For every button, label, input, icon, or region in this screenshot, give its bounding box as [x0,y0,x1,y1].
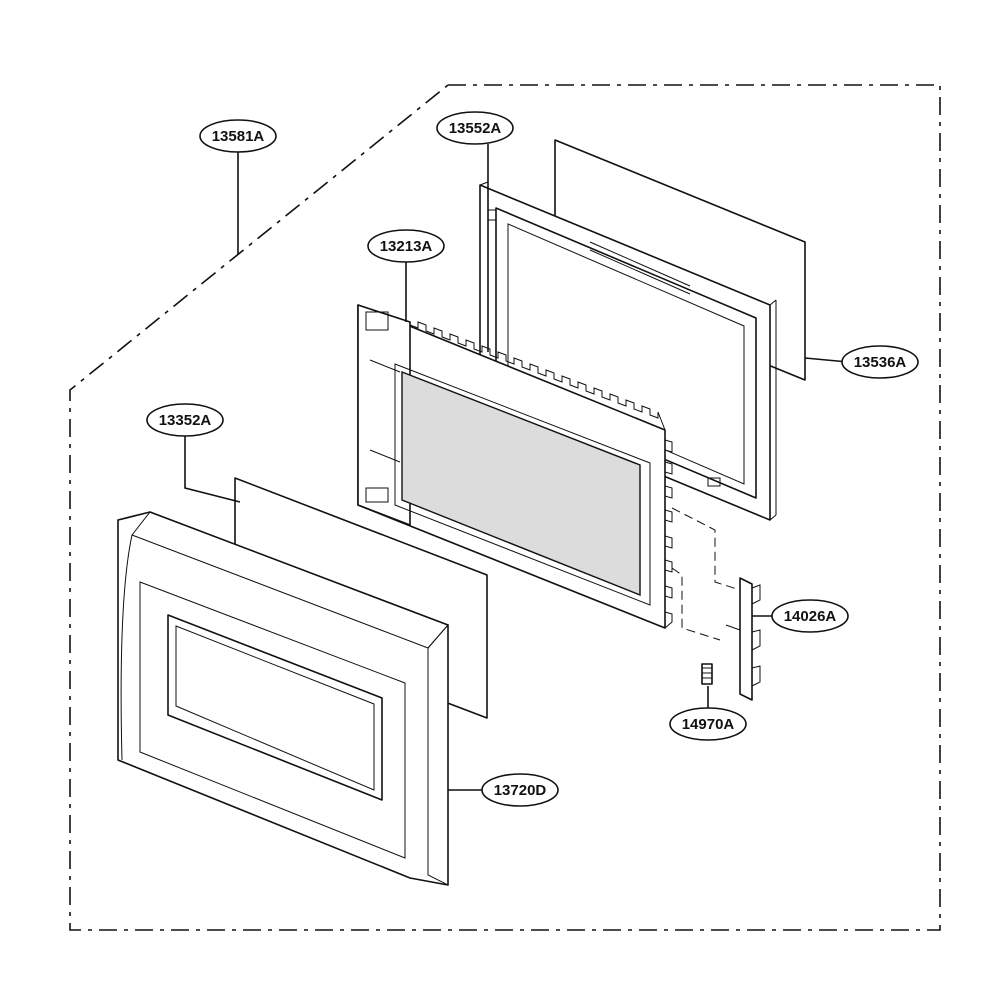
leader-line [184,436,241,503]
alignment-line [671,567,721,641]
svg-text:13552A: 13552A [449,120,502,137]
part-label-14026A[interactable]: 14026A [771,599,849,633]
part-door-front[interactable] [117,511,449,886]
part-label-13352A[interactable]: 13352A [146,403,224,437]
svg-text:13352A: 13352A [159,412,212,429]
part-label-13536A[interactable]: 13536A [841,345,919,379]
leader-line [804,357,849,363]
alignment-line [671,507,741,591]
svg-text:14970A: 14970A [682,716,735,733]
part-label-14970A[interactable]: 14970A [669,707,747,741]
svg-text:13720D: 13720D [494,782,547,799]
svg-text:14026A: 14026A [784,608,837,625]
part-label-13552A[interactable]: 13552A [436,111,514,145]
svg-text:13581A: 13581A [212,128,265,145]
part-latch-key[interactable] [725,577,761,701]
part-spring[interactable] [701,663,713,685]
svg-text:13213A: 13213A [380,238,433,255]
assembly-boundary [69,84,941,931]
part-door-frame[interactable] [479,181,777,521]
part-label-13213A[interactable]: 13213A [367,229,445,263]
svg-text:13536A: 13536A [854,354,907,371]
part-label-13720D[interactable]: 13720D [481,773,559,807]
part-label-13581A[interactable]: 13581A [199,119,277,153]
part-door-plate[interactable] [357,304,673,629]
